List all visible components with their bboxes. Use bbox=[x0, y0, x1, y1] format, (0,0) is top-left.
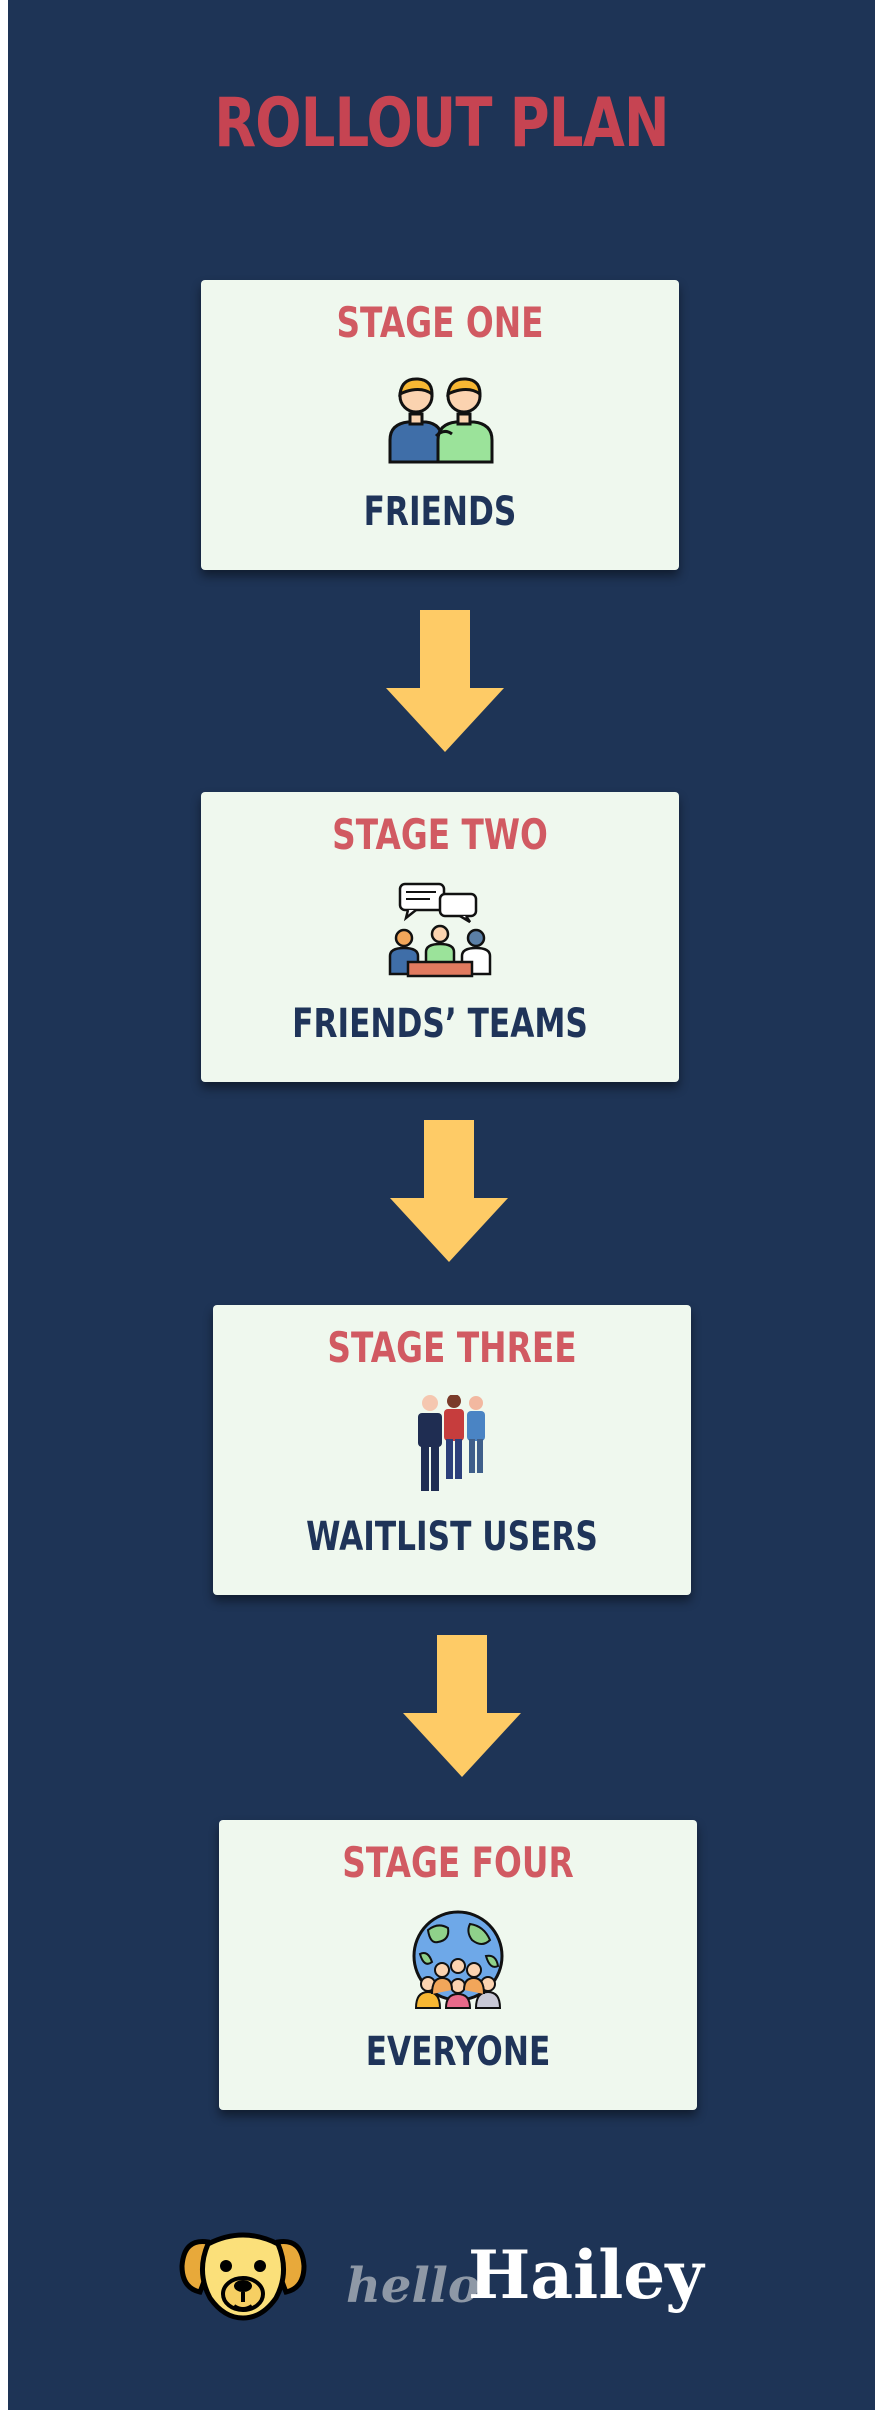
brand-hello-text: hello bbox=[346, 2258, 480, 2314]
brand-logo: hello Hailey bbox=[178, 2220, 718, 2360]
down-arrow-icon bbox=[403, 1635, 521, 1777]
stage-label: STAGE THREE bbox=[327, 1323, 577, 1372]
stage-card-4: STAGE FOUR EVERYONE bbox=[219, 1820, 697, 2110]
brand-name-text: Hailey bbox=[468, 2236, 704, 2314]
dog-face-icon bbox=[179, 2232, 307, 2321]
stage-card-2: STAGE TWO FRIENDS’ TEAMS bbox=[201, 792, 679, 1082]
stage-name: WAITLIST USERS bbox=[306, 1514, 598, 1560]
stage-name: EVERYONE bbox=[365, 2029, 551, 2075]
poster-background: ROLLOUT PLAN STAGE ONE FRIENDS STAGE TWO bbox=[8, 0, 875, 2410]
stage-label: STAGE TWO bbox=[332, 810, 548, 859]
page-title: ROLLOUT PLAN bbox=[214, 84, 669, 163]
stage-card-3: STAGE THREE WAITLIST USERS bbox=[213, 1305, 691, 1595]
down-arrow-icon bbox=[390, 1120, 508, 1262]
stage-label: STAGE ONE bbox=[336, 298, 544, 347]
globe-people-icon bbox=[412, 1910, 504, 2009]
stage-name: FRIENDS bbox=[363, 489, 517, 535]
stage-name: FRIENDS’ TEAMS bbox=[292, 1001, 588, 1047]
stage-label: STAGE FOUR bbox=[342, 1838, 574, 1887]
user-group-icon bbox=[418, 1395, 485, 1491]
two-friends-icon bbox=[388, 377, 494, 464]
down-arrow-icon bbox=[386, 610, 504, 752]
team-meeting-icon bbox=[388, 882, 492, 978]
stage-card-1: STAGE ONE FRIENDS bbox=[201, 280, 679, 570]
